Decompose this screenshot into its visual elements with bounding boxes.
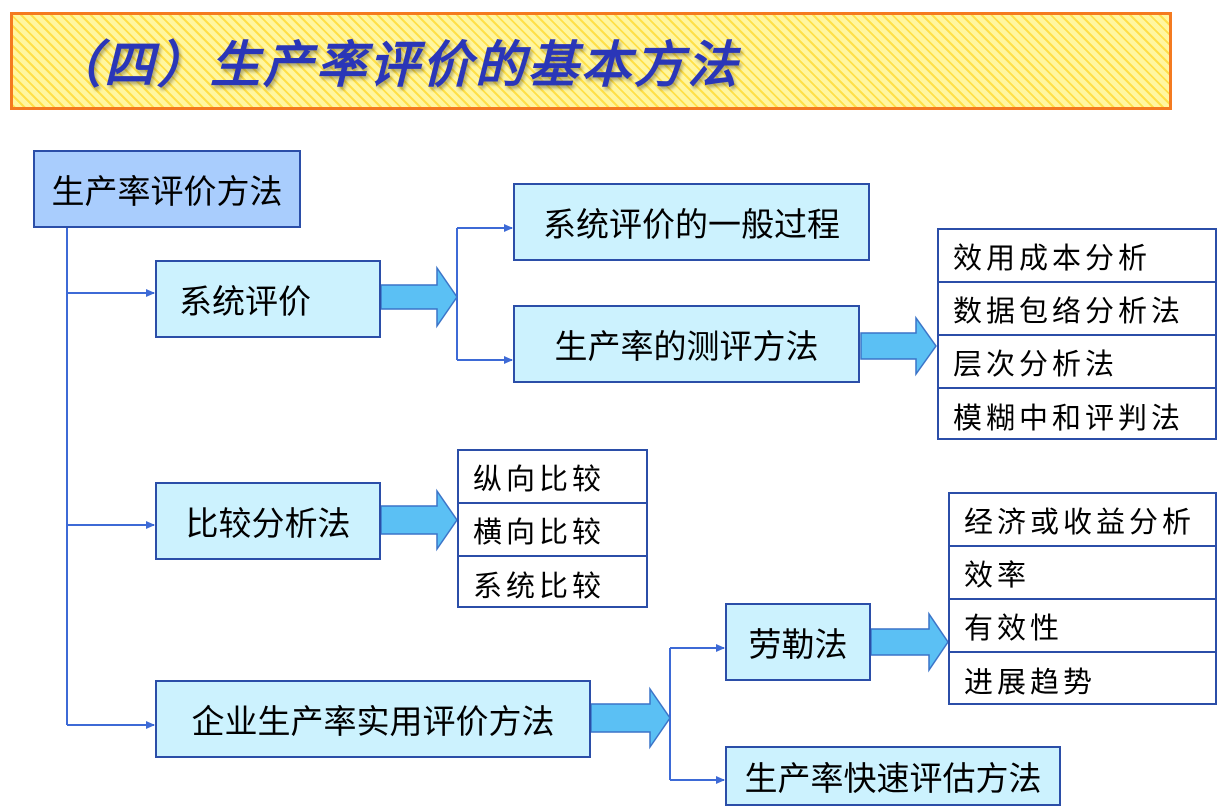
comparison-list: 纵向比较 横向比较 系统比较 bbox=[457, 449, 648, 608]
quick-method-node: 生产率快速评估方法 bbox=[725, 746, 1061, 806]
list-item: 模糊中和评判法 bbox=[953, 400, 1185, 435]
comparison-node: 比较分析法 bbox=[155, 482, 381, 560]
comparison-block-arrow bbox=[380, 488, 458, 552]
measure-methods-list: 效用成本分析 数据包络分析法 层次分析法 模糊中和评判法 bbox=[937, 228, 1217, 440]
list-item: 进展趋势 bbox=[964, 664, 1097, 699]
list-item: 经济或收益分析 bbox=[950, 494, 1215, 547]
list-item: 效用成本分析 bbox=[939, 230, 1215, 283]
measure-methods-block-arrow bbox=[860, 315, 937, 377]
quick-method-label: 生产率快速评估方法 bbox=[744, 759, 1042, 798]
root-node: 生产率评价方法 bbox=[33, 150, 301, 228]
page-title: （四）生产率评价的基本方法 bbox=[51, 36, 740, 94]
list-item: 有效性 bbox=[950, 600, 1215, 653]
general-process-node: 系统评价的一般过程 bbox=[513, 183, 870, 261]
list-item: 横向比较 bbox=[459, 504, 646, 557]
enterprise-node: 企业生产率实用评价方法 bbox=[155, 680, 591, 758]
list-item: 效率 bbox=[950, 547, 1215, 600]
measure-methods-label: 生产率的测评方法 bbox=[554, 327, 819, 366]
comparison-label: 比较分析法 bbox=[185, 504, 351, 543]
general-process-label: 系统评价的一般过程 bbox=[543, 205, 840, 244]
enterprise-label: 企业生产率实用评价方法 bbox=[191, 702, 555, 741]
measure-methods-node: 生产率的测评方法 bbox=[513, 305, 860, 383]
lovell-block-arrow bbox=[870, 611, 949, 673]
system-eval-node: 系统评价 bbox=[155, 260, 381, 338]
enterprise-block-arrow bbox=[590, 686, 671, 750]
lovell-items-list: 经济或收益分析 效率 有效性 进展趋势 bbox=[948, 492, 1217, 705]
list-item: 纵向比较 bbox=[459, 451, 646, 504]
system-eval-label: 系统评价 bbox=[179, 282, 311, 321]
list-item: 层次分析法 bbox=[939, 336, 1215, 389]
title-banner: （四）生产率评价的基本方法 bbox=[10, 12, 1172, 110]
system-eval-block-arrow bbox=[380, 265, 458, 329]
lovell-node: 劳勒法 bbox=[725, 603, 871, 681]
list-item: 系统比较 bbox=[473, 568, 606, 603]
lovell-label: 劳勒法 bbox=[748, 625, 848, 664]
root-label: 生产率评价方法 bbox=[51, 172, 283, 211]
list-item: 数据包络分析法 bbox=[939, 283, 1215, 336]
